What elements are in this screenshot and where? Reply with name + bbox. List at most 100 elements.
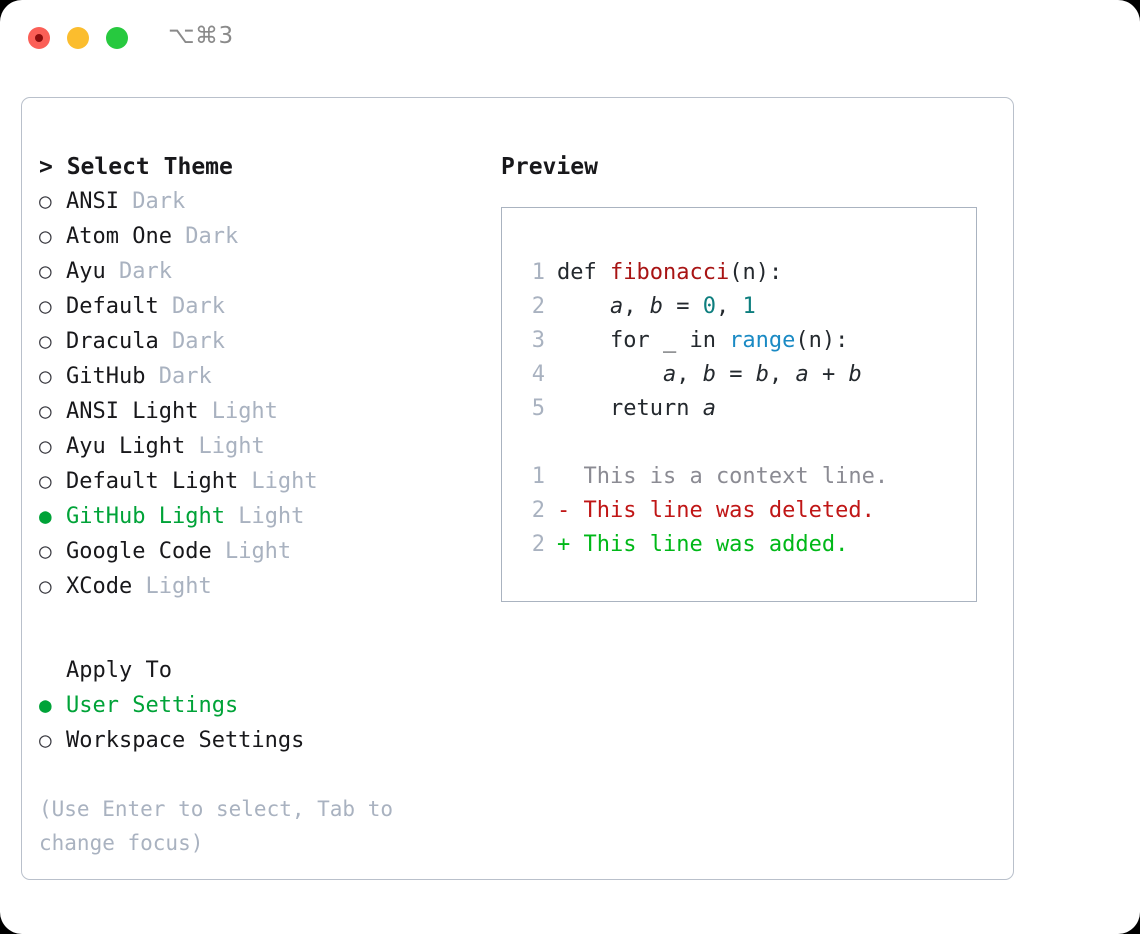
theme-option-variant: Dark xyxy=(118,189,186,214)
code-token-plain: + xyxy=(808,362,849,387)
theme-option-label: ANSI Light xyxy=(66,399,199,424)
theme-option-label: Google Code xyxy=(66,539,212,564)
line-number: 2 xyxy=(531,498,545,523)
code-line-text: def fibonacci(n): xyxy=(557,256,782,290)
apply-to-heading: Apply To xyxy=(66,658,172,683)
diff-line: 1 This is a context line. xyxy=(519,460,888,494)
apply-to-option-user-settings[interactable]: ●User Settings xyxy=(39,688,469,723)
radio-unselected-icon: ○ xyxy=(39,294,52,318)
code-line-text: for _ in range(n): xyxy=(557,324,848,358)
apply-to-option-label: Workspace Settings xyxy=(66,728,305,753)
theme-option-variant: Dark xyxy=(105,259,172,284)
theme-option-label: XCode xyxy=(66,574,133,599)
code-line-text: return a xyxy=(557,392,716,426)
code-token-var: b xyxy=(848,362,862,387)
code-line: 4 a, b = b, a + b xyxy=(519,358,888,392)
theme-option-ayu[interactable]: ○Ayu Dark xyxy=(39,254,469,289)
code-token-plain: = xyxy=(662,294,703,319)
radio-unselected-icon: ○ xyxy=(39,434,52,458)
theme-option-label: GitHub Light xyxy=(66,504,225,529)
diff-line-text-add: + This line was added. xyxy=(557,532,849,557)
code-token-var: a xyxy=(662,362,677,387)
code-token-num: 1 xyxy=(742,294,756,319)
radio-unselected-icon: ○ xyxy=(39,259,52,283)
theme-option-google-code[interactable]: ○ Google Code Light xyxy=(39,534,469,569)
line-number: 2 xyxy=(531,532,545,557)
theme-option-xcode[interactable]: ○ XCode Light xyxy=(39,569,469,604)
radio-unselected-icon: ○ xyxy=(39,364,52,388)
preview-title: Preview xyxy=(501,154,598,180)
code-token-plain xyxy=(557,294,610,319)
theme-option-github[interactable]: ○GitHub Dark xyxy=(39,359,469,394)
radio-unselected-icon: ○ xyxy=(39,329,52,353)
code-line: 3 for _ in range(n): xyxy=(519,324,888,358)
titlebar: ⌥⌘3 xyxy=(0,0,1140,78)
apply-to-list: ●User Settings ○ Workspace Settings xyxy=(39,688,469,758)
code-line-text: a, b = b, a + b xyxy=(557,358,862,392)
code-token-plain: , xyxy=(715,294,743,319)
zoom-button[interactable] xyxy=(106,27,128,49)
traffic-lights xyxy=(28,27,128,49)
theme-option-dracula[interactable]: ○Dracula Dark xyxy=(39,324,469,359)
theme-option-label: Atom One xyxy=(66,224,172,249)
line-number: 4 xyxy=(531,362,545,387)
theme-option-variant: Light xyxy=(211,539,292,564)
theme-option-default-light[interactable]: ○Default Light Light xyxy=(39,464,469,499)
code-line: 1 def fibonacci(n): xyxy=(519,256,888,290)
apply-to-option-label: User Settings xyxy=(66,693,239,718)
radio-unselected-icon: ○ xyxy=(39,539,52,563)
minimize-button[interactable] xyxy=(67,27,89,49)
code-token-plain xyxy=(557,362,663,387)
radio-selected-icon: ● xyxy=(39,504,52,528)
diff-line-text-del: - This line was deleted. xyxy=(557,498,875,523)
radio-unselected-icon: ○ xyxy=(39,574,52,598)
theme-option-label: Dracula xyxy=(66,329,159,354)
theme-picker-column: > Select Theme ○ANSI Dark○Atom One Dark○… xyxy=(39,150,469,860)
code-token-plain: (n): xyxy=(729,260,783,285)
theme-list: ○ANSI Dark○Atom One Dark○Ayu Dark○Defaul… xyxy=(39,184,469,604)
code-token-plain: , xyxy=(768,362,796,387)
code-token-var: a xyxy=(702,396,716,421)
theme-option-variant: Light xyxy=(224,504,305,529)
theme-option-variant: Light xyxy=(238,469,318,494)
code-token-fn: fibonacci xyxy=(609,260,730,285)
line-number: 5 xyxy=(531,396,545,421)
line-number: 1 xyxy=(531,464,545,489)
theme-option-variant: Dark xyxy=(171,224,239,249)
theme-option-ansi[interactable]: ○ANSI Dark xyxy=(39,184,469,219)
keyboard-hint: (Use Enter to select, Tab to change focu… xyxy=(39,797,406,855)
section-spacer xyxy=(39,604,469,654)
theme-option-variant: Dark xyxy=(158,294,225,319)
apply-to-option-workspace-settings[interactable]: ○ Workspace Settings xyxy=(39,723,469,758)
content-panel: > Select Theme ○ANSI Dark○Atom One Dark○… xyxy=(21,97,1014,880)
code-token-plain: for _ in xyxy=(557,328,730,353)
code-line: 5 return a xyxy=(519,392,888,426)
code-token-plain: = xyxy=(715,362,756,387)
radio-unselected-icon: ○ xyxy=(39,728,52,752)
theme-option-variant: Light xyxy=(198,399,278,424)
close-button[interactable] xyxy=(28,27,50,49)
theme-option-label: Ayu Light xyxy=(66,434,186,459)
radio-unselected-icon: ○ xyxy=(39,399,52,423)
code-token-var: a xyxy=(795,362,809,387)
code-token-call: range xyxy=(729,328,796,353)
theme-option-label: Default xyxy=(66,294,159,319)
theme-option-default[interactable]: ○ Default Dark xyxy=(39,289,469,324)
diff-line: 2 + This line was added. xyxy=(519,528,888,562)
theme-option-ayu-light[interactable]: ○ Ayu Light Light xyxy=(39,429,469,464)
diff-line-text-ctx: This is a context line. xyxy=(557,464,889,489)
theme-option-github-light[interactable]: ● GitHub Light Light xyxy=(39,499,469,534)
theme-option-variant: Light xyxy=(132,574,212,599)
theme-option-ansi-light[interactable]: ○ ANSI Light Light xyxy=(39,394,469,429)
code-line: 2 a, b = 0, 1 xyxy=(519,290,888,324)
code-token-plain: , xyxy=(623,294,650,319)
line-number: 1 xyxy=(531,260,545,285)
code-token-plain: (n): xyxy=(795,328,849,353)
theme-option-atom-one[interactable]: ○Atom One Dark xyxy=(39,219,469,254)
theme-option-variant: Light xyxy=(185,434,265,459)
code-token-var: a xyxy=(609,294,624,319)
radio-unselected-icon: ○ xyxy=(39,469,52,493)
